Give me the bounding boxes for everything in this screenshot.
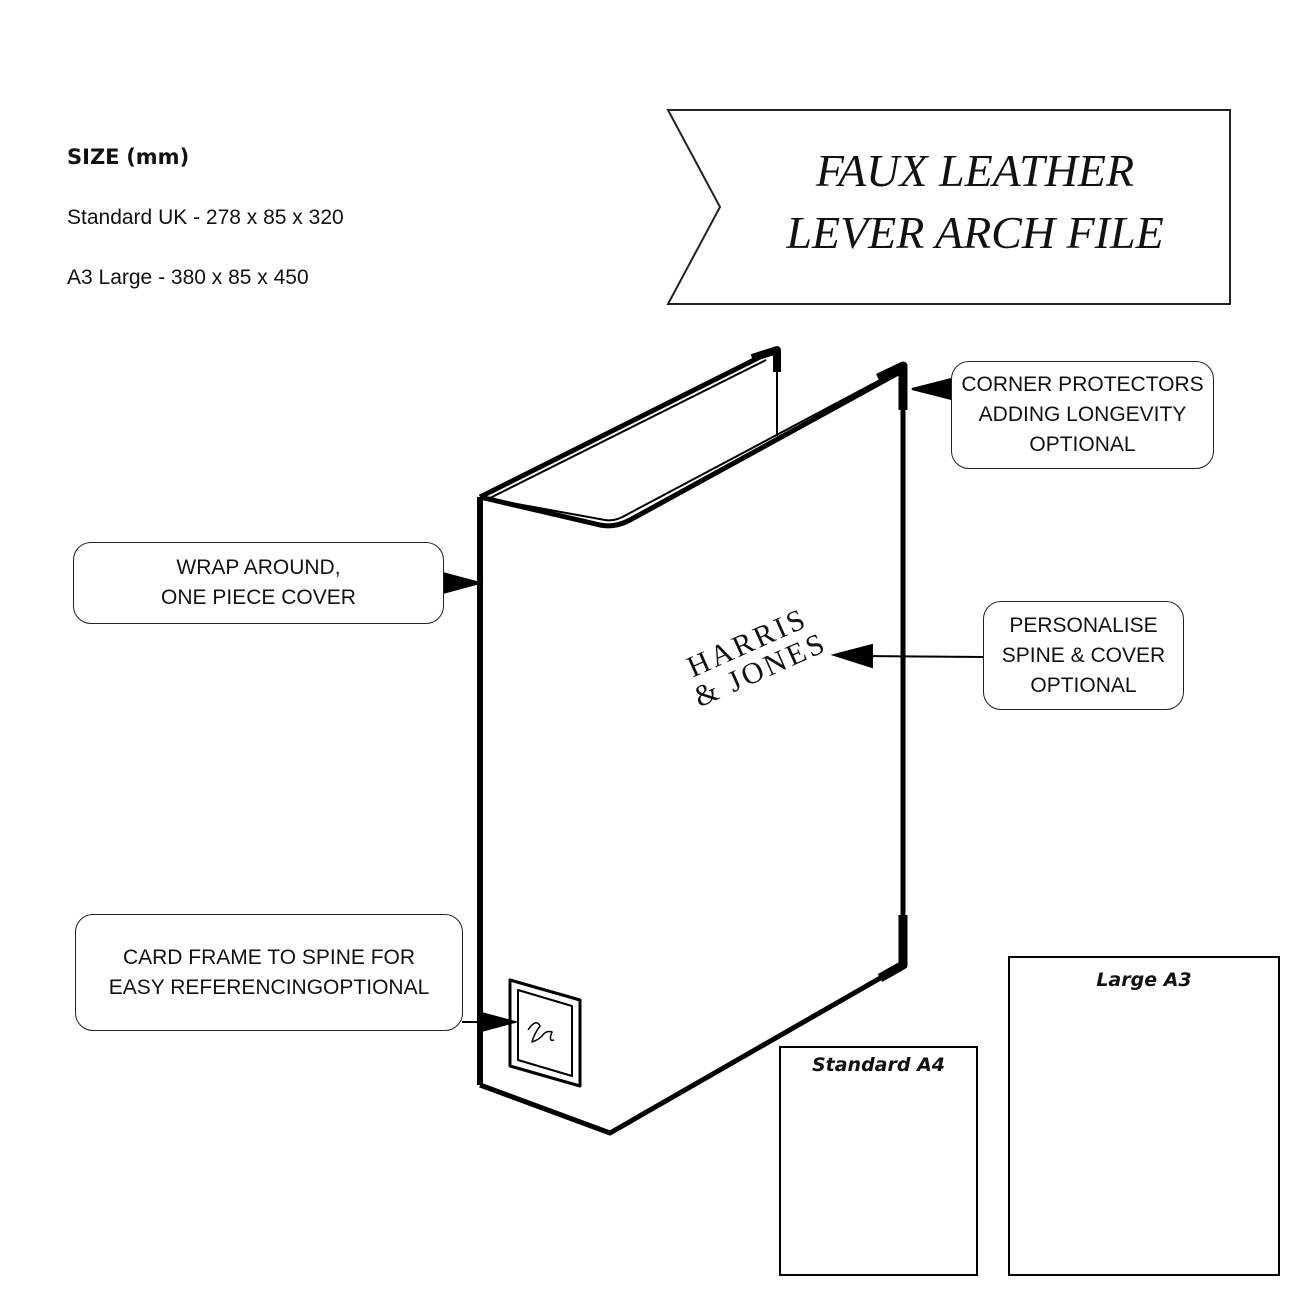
arrow-icon — [477, 1010, 519, 1034]
card-frame — [508, 978, 582, 1088]
corner-protector-back — [750, 346, 781, 372]
card-frame-inner — [517, 989, 573, 1077]
callout-line: EASY REFERENCINGOPTIONAL — [108, 975, 430, 999]
callout-wrap-around: WRAP AROUND, ONE PIECE COVER — [73, 542, 444, 624]
title-banner — [666, 109, 1231, 305]
size-heading-unit: (mm) — [126, 145, 190, 169]
arrow-icon — [911, 377, 952, 401]
callout-personalise: PERSONALISE SPINE & COVER OPTIONAL — [983, 601, 1184, 710]
callout-card-frame: CARD FRAME TO SPINE FOR EASY REFERENCING… — [75, 914, 463, 1031]
banner-line2: LEVER ARCH FILE — [786, 207, 1164, 258]
callout-line: PERSONALISE — [1009, 613, 1158, 637]
callout-line: OPTIONAL — [1029, 433, 1136, 456]
brand-logo: HARRIS & JONES — [682, 602, 832, 714]
a3-label: Large A3 — [1096, 969, 1192, 991]
callout-line: SPINE & COVER — [1001, 643, 1166, 667]
callout-line: CARD FRAME TO SPINE FOR — [122, 945, 416, 969]
size-a3: A3 Large - 380 x 85 x 450 — [67, 266, 309, 289]
callout-line: WRAP AROUND, — [176, 556, 341, 579]
callout-line: ADDING LONGEVITY — [978, 403, 1187, 426]
size-standard: Standard UK - 278 x 85 x 320 — [67, 206, 344, 229]
cover-bottom — [479, 962, 905, 1136]
corner-protector-bottom — [877, 915, 908, 982]
signature-mark — [527, 1022, 555, 1043]
callout-line: OPTIONAL — [1030, 673, 1137, 697]
callout-line: ONE PIECE COVER — [161, 586, 356, 609]
spine-top-bottom — [479, 369, 902, 529]
a4-size-box — [779, 1046, 978, 1276]
banner-line1: FAUX LEATHER — [815, 145, 1135, 196]
lever-arch-file — [477, 346, 908, 1136]
size-heading-bold: SIZE — [67, 145, 120, 169]
callout-corner-protectors: CORNER PROTECTORS ADDING LONGEVITY OPTIO… — [951, 361, 1214, 469]
size-heading: SIZE (mm) — [67, 145, 189, 169]
spine-top-edge — [478, 347, 778, 500]
arrow-icon — [442, 571, 484, 595]
callout-line: CORNER PROTECTORS — [961, 373, 1204, 396]
a4-label: Standard A4 — [811, 1054, 946, 1076]
corner-protector-top — [876, 361, 908, 410]
a3-size-box — [1008, 956, 1280, 1276]
spine-top-inner — [487, 359, 767, 500]
arrow-icon — [830, 643, 873, 669]
spine-top-inner2 — [494, 379, 881, 522]
banner-title: FAUX LEATHER LEVER ARCH FILE — [720, 140, 1230, 264]
